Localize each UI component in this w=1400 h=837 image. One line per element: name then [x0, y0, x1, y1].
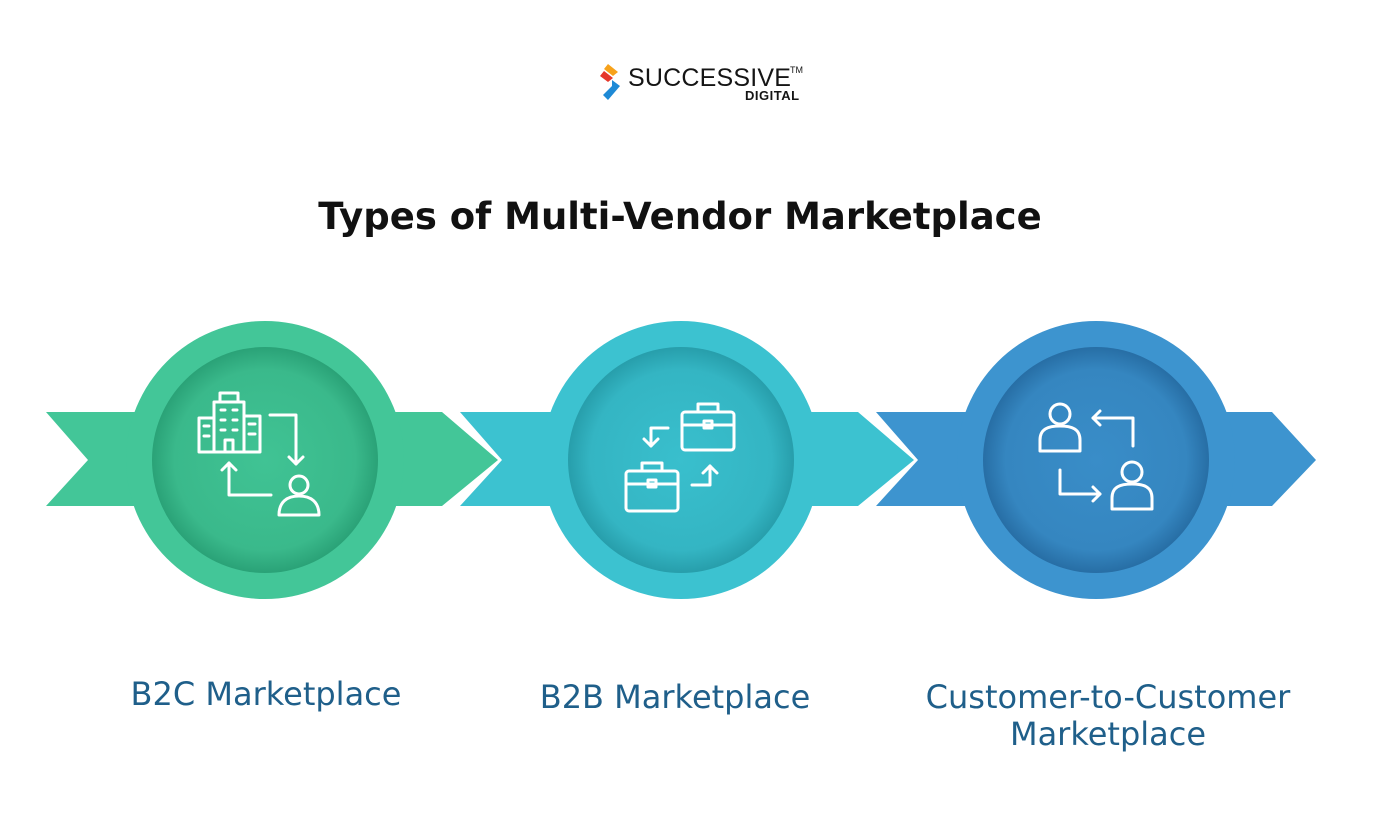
step-label-b2b: B2B Marketplace — [539, 678, 811, 716]
logo-trademark: TM — [790, 65, 803, 75]
briefcase-exchange-icon — [624, 402, 736, 513]
logo-mark-icon — [600, 64, 620, 100]
logo-subtitle: DIGITAL — [745, 88, 800, 103]
step-circle-1 — [126, 321, 404, 599]
logo-name: SUCCESSIVE — [628, 64, 792, 92]
step-label-b2c: B2C Marketplace — [130, 675, 402, 713]
step-circle-3 — [957, 321, 1235, 599]
building-to-person-icon — [197, 391, 321, 517]
logo: SUCCESSIVE TM DIGITAL — [598, 62, 808, 108]
step-circle-2 — [542, 321, 820, 599]
person-exchange-icon — [1038, 402, 1154, 511]
page-title: Types of Multi-Vendor Marketplace — [318, 195, 1042, 238]
process-diagram — [46, 321, 1316, 599]
step-label-c2c: Customer-to-Customer Marketplace — [925, 678, 1291, 753]
